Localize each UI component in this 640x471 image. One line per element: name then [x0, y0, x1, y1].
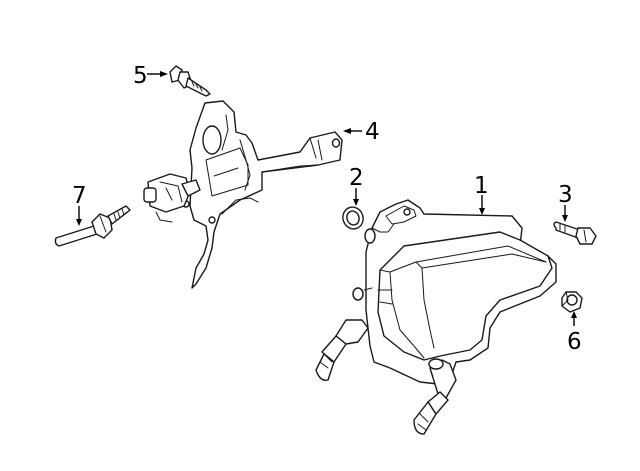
arrowhead-7 — [76, 219, 82, 226]
stud-bolt-icon — [54, 205, 131, 247]
callout-leaders — [76, 71, 577, 326]
callout-number-4: 4 — [365, 119, 380, 145]
arrowhead-1 — [479, 208, 485, 215]
callout-number-1: 1 — [474, 173, 489, 199]
callout-number-2: 2 — [349, 165, 364, 191]
mounting-bracket-icon — [143, 100, 343, 289]
callout-number-6: 6 — [567, 329, 582, 355]
callout-number-7: 7 — [72, 183, 87, 209]
flange-bolt-icon — [553, 221, 597, 245]
callout-number-5: 5 — [133, 63, 148, 89]
arrowhead-5 — [160, 71, 168, 77]
oil-cooler-reservoir-icon — [315, 199, 557, 435]
small-bolt-icon — [169, 65, 211, 97]
arrowhead-2 — [353, 199, 359, 206]
arrowhead-4 — [343, 128, 351, 134]
hex-nut-icon — [561, 291, 583, 313]
callout-number-3: 3 — [558, 182, 573, 208]
arrowhead-6 — [571, 311, 577, 318]
arrowhead-3 — [562, 215, 568, 222]
o-ring-seal-icon — [342, 206, 364, 230]
